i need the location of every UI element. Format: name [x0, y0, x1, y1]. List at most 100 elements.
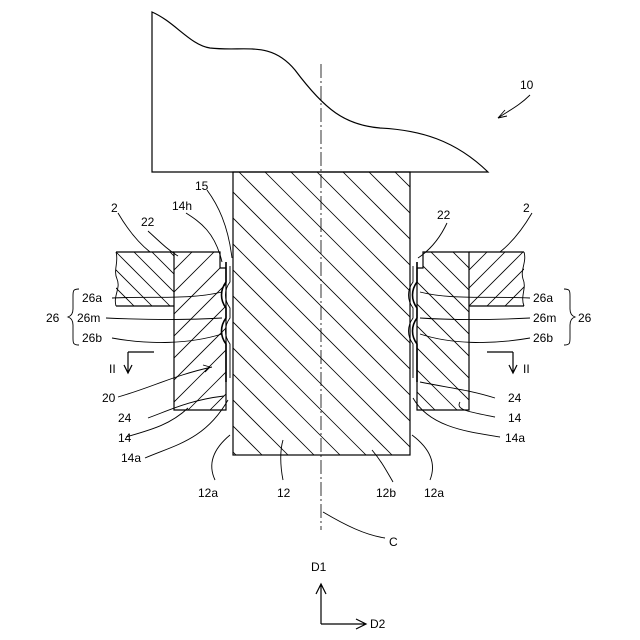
label-bushing-right: 14 [508, 411, 522, 425]
hatch-line [0, 252, 38, 410]
hatch-line [254, 252, 412, 410]
label-dir-right: D2 [370, 617, 386, 631]
label-bushing-face-right: 14a [505, 431, 525, 445]
hatch-line [187, 172, 470, 455]
hatch-line [0, 252, 126, 410]
label-sleeve: 20 [102, 391, 116, 405]
label-collar-right: 24 [508, 391, 522, 405]
hatch-line [101, 252, 259, 410]
hatch-line [387, 252, 545, 410]
hatch-line [497, 252, 640, 410]
sleeve-left [222, 262, 227, 382]
label-shaft-face: 12b [376, 486, 396, 500]
hatch-line [161, 172, 444, 455]
hatch-line [475, 252, 633, 410]
label-bracket-left: 26 [46, 311, 60, 325]
label-mid-right: 26m [533, 311, 556, 325]
plate-left [8, 252, 278, 306]
hatch-line [563, 252, 640, 410]
hatch-line [0, 252, 82, 410]
hatch-line [379, 252, 433, 306]
label-section-left: II [109, 362, 116, 376]
hatch-line [453, 252, 611, 410]
hatch-line [0, 172, 2, 455]
plate-right [361, 252, 631, 306]
label-mid-left: 26m [77, 311, 100, 325]
label-shaft: 12 [277, 486, 291, 500]
hatch-line [0, 252, 16, 410]
hatch-line [0, 172, 210, 455]
hatch-line [0, 172, 80, 455]
hatch-line [277, 252, 435, 410]
label-gap: 15 [195, 179, 209, 193]
label-section-right: II [523, 362, 530, 376]
hatch-line [607, 252, 640, 410]
hatch-line [603, 172, 640, 455]
hatch-line [188, 252, 242, 306]
hatch-line [559, 252, 613, 306]
hatch-line [265, 172, 548, 455]
head-outline [152, 12, 488, 172]
label-spacer-left: 22 [141, 215, 155, 229]
label-plate-left: 2 [111, 201, 118, 215]
bushing-right [101, 252, 640, 410]
hatch-line [317, 172, 600, 455]
hatch-line [123, 252, 281, 410]
hatch-line [8, 252, 62, 306]
label-ridge-b-left: 26b [82, 331, 102, 345]
hatch-line [342, 252, 500, 410]
label-bushing-face-left: 14a [121, 451, 141, 465]
hatch-line [0, 252, 148, 410]
label-ridge-a-right: 26a [533, 291, 553, 305]
section-arrow-right [487, 352, 517, 373]
hatch-line [361, 252, 415, 306]
label-plate-right: 2 [523, 201, 530, 215]
label-shaft-end-right: 12a [424, 486, 444, 500]
hatch-line [431, 252, 589, 410]
hatch-line [0, 172, 28, 455]
label-dir-up: D1 [311, 560, 327, 574]
label-assembly: 10 [520, 78, 534, 92]
section-arrow-left [124, 352, 154, 373]
hatch-line [135, 172, 418, 455]
hatch-line [210, 252, 368, 410]
hatch-line [433, 252, 487, 306]
hatch-line [144, 252, 302, 410]
hatch-line [299, 252, 457, 410]
direction-axes [316, 584, 366, 629]
hatch-line [145, 252, 303, 410]
hatch-line [224, 252, 278, 306]
hatch-line [585, 252, 640, 410]
hatch-line [239, 172, 522, 455]
hatch-line [213, 172, 496, 455]
hatch-line [343, 252, 501, 410]
sleeve-right-inner [409, 266, 414, 378]
label-bore: 14h [172, 199, 192, 213]
hatch-line [577, 252, 631, 306]
hatch-line [211, 252, 369, 410]
hatch-line [421, 172, 640, 455]
label-ridge-b-right: 26b [533, 331, 553, 345]
label-ridge-a-left: 26a [82, 291, 102, 305]
hatch-line [188, 252, 346, 410]
hatch-line [56, 252, 214, 410]
hatch-line [541, 252, 640, 410]
hatch-line [34, 252, 192, 410]
hatch-line [134, 252, 188, 306]
label-shaft-end-left: 12a [198, 486, 218, 500]
label-bracket-right: 26 [578, 311, 592, 325]
hatch-line [255, 252, 413, 410]
hatch-line [629, 172, 640, 455]
label-spacer-right: 22 [437, 208, 451, 222]
label-bushing-left: 14 [118, 431, 132, 445]
hatch-line [122, 252, 280, 410]
hatch-line [170, 252, 224, 306]
label-collar-left: 24 [118, 411, 132, 425]
hatch-line [551, 172, 640, 455]
hatch-line [31, 172, 314, 455]
hatch-line [451, 252, 505, 306]
label-axis: C [389, 535, 398, 549]
hatch-line [152, 252, 206, 306]
hatch-line [26, 252, 80, 306]
